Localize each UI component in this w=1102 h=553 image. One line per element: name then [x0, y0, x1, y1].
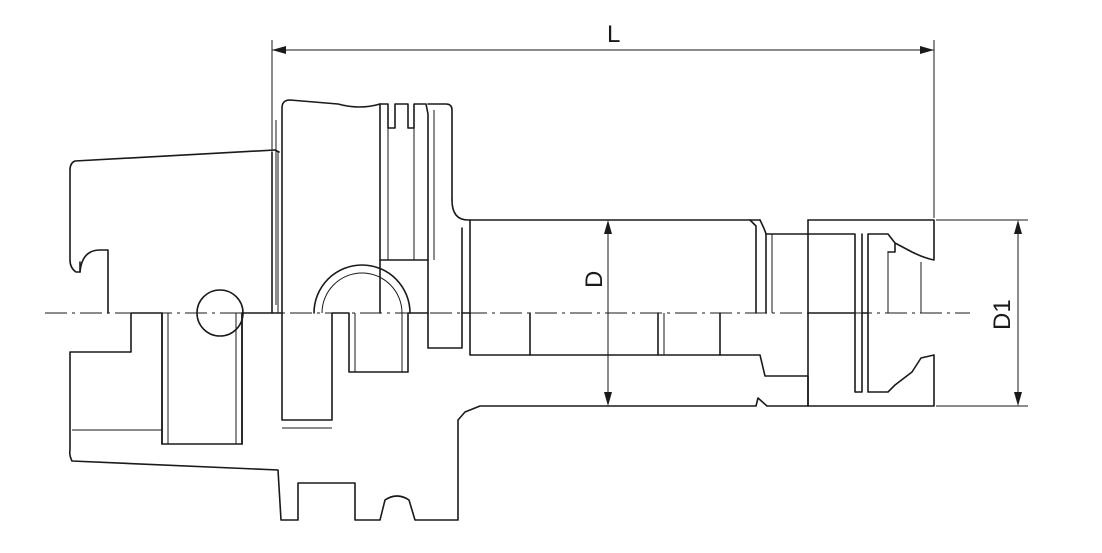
dimension-d: D [581, 220, 612, 406]
dimension-d1-label: D1 [989, 299, 1016, 330]
section-hatched-lower [68, 312, 935, 521]
holder-outline-upper [69, 99, 935, 337]
dimension-d-label: D [581, 271, 608, 288]
dimension-d1: D1 [936, 219, 1028, 407]
dimension-l: L [271, 21, 935, 218]
holder-outline-lower-inner [72, 312, 721, 445]
dimension-l-label: L [607, 21, 620, 48]
